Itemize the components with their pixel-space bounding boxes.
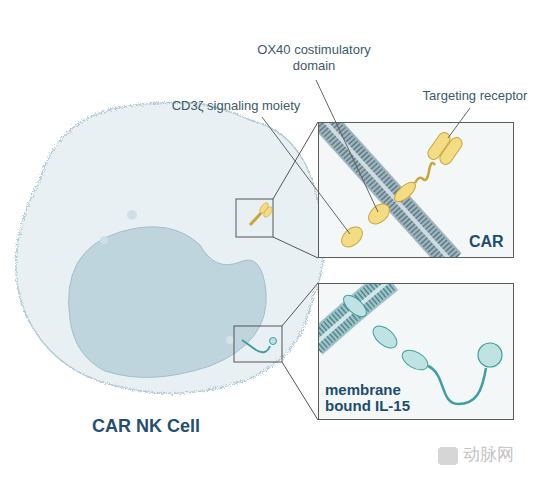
mini-il15 xyxy=(242,338,277,353)
zoom-leader-line xyxy=(273,122,318,199)
zoom-panel: CAR xyxy=(318,122,514,258)
cell-node: CAR NK Cell xyxy=(0,95,335,445)
cell-body xyxy=(16,102,324,393)
watermark: 动脉网 xyxy=(463,445,543,465)
node-label: membrane bound IL-15 xyxy=(325,382,425,414)
zoom-leader-line xyxy=(282,362,318,420)
vesicle xyxy=(100,236,108,244)
illustration-part xyxy=(242,340,270,352)
node-label: CAR xyxy=(469,234,509,251)
callout-label: CD3ζ signaling moiety xyxy=(158,98,314,114)
node-label: CAR NK Cell xyxy=(92,417,252,436)
illustration-part xyxy=(250,212,262,225)
zoom-leader-line xyxy=(273,237,318,258)
vesicle xyxy=(127,210,137,220)
watermark-logo xyxy=(438,447,458,465)
illustration-part xyxy=(270,338,277,345)
illustration-part xyxy=(262,205,274,218)
zoom-marker xyxy=(236,199,273,237)
cell-nucleus xyxy=(69,227,267,378)
vesicle xyxy=(226,336,234,344)
zoom-panel: membrane bound IL-15 xyxy=(318,283,514,420)
zoom-leader-line xyxy=(282,283,318,326)
zoom-marker xyxy=(234,326,282,362)
callout-label: Targeting receptor xyxy=(402,88,548,104)
mini-car xyxy=(250,201,274,225)
illustration-part xyxy=(438,447,458,465)
callout-label: OX40 costimulatory domain xyxy=(253,42,375,73)
